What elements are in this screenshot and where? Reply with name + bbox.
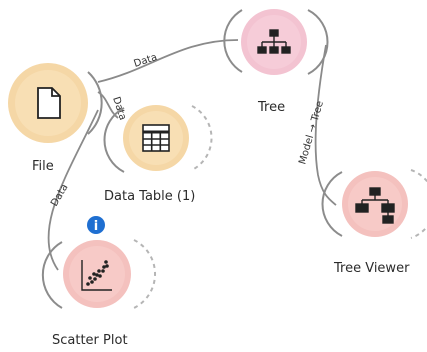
document-icon <box>37 87 61 119</box>
data-table-input-anchor[interactable] <box>103 107 125 173</box>
data-table-output-anchor[interactable] <box>191 105 213 171</box>
info-icon: i <box>94 219 98 234</box>
tree-viewer-output-anchor[interactable] <box>410 169 427 239</box>
tree-viewer-icon <box>355 187 395 224</box>
node-data-table[interactable] <box>103 105 213 173</box>
node-title-data-table: Data Table (1) <box>104 189 195 204</box>
node-scatter-plot[interactable] <box>41 239 156 309</box>
table-icon <box>142 124 170 152</box>
link-tree-tree-viewer[interactable] <box>314 44 337 206</box>
link-file-scatter-plot[interactable] <box>47 109 99 271</box>
node-title-scatter-plot: Scatter Plot <box>52 333 128 348</box>
scatter-plot-output-anchor[interactable] <box>133 239 156 309</box>
tree-viewer-input-anchor[interactable] <box>321 171 343 237</box>
scatter-plot-icon <box>81 260 112 291</box>
node-tree-viewer[interactable] <box>321 169 427 239</box>
info-badge[interactable]: i <box>87 216 105 234</box>
tree-icon <box>257 29 291 54</box>
node-file[interactable] <box>8 63 103 143</box>
scatter-plot-input-anchor[interactable] <box>41 241 63 309</box>
file-output-anchor[interactable] <box>87 71 103 135</box>
node-title-tree-viewer: Tree Viewer <box>333 261 410 276</box>
link-label-file-tree: Data <box>133 52 159 70</box>
link-file-tree[interactable] <box>97 39 239 83</box>
tree-output-anchor[interactable] <box>307 9 329 75</box>
node-title-file: File <box>32 159 54 174</box>
link-label-file-scatter-plot: Data <box>49 182 70 208</box>
node-tree[interactable] <box>223 9 329 75</box>
link-label-tree-tree-viewer: Model → Tree <box>297 100 326 166</box>
tree-input-anchor[interactable] <box>223 9 243 73</box>
node-title-tree: Tree <box>257 100 285 115</box>
